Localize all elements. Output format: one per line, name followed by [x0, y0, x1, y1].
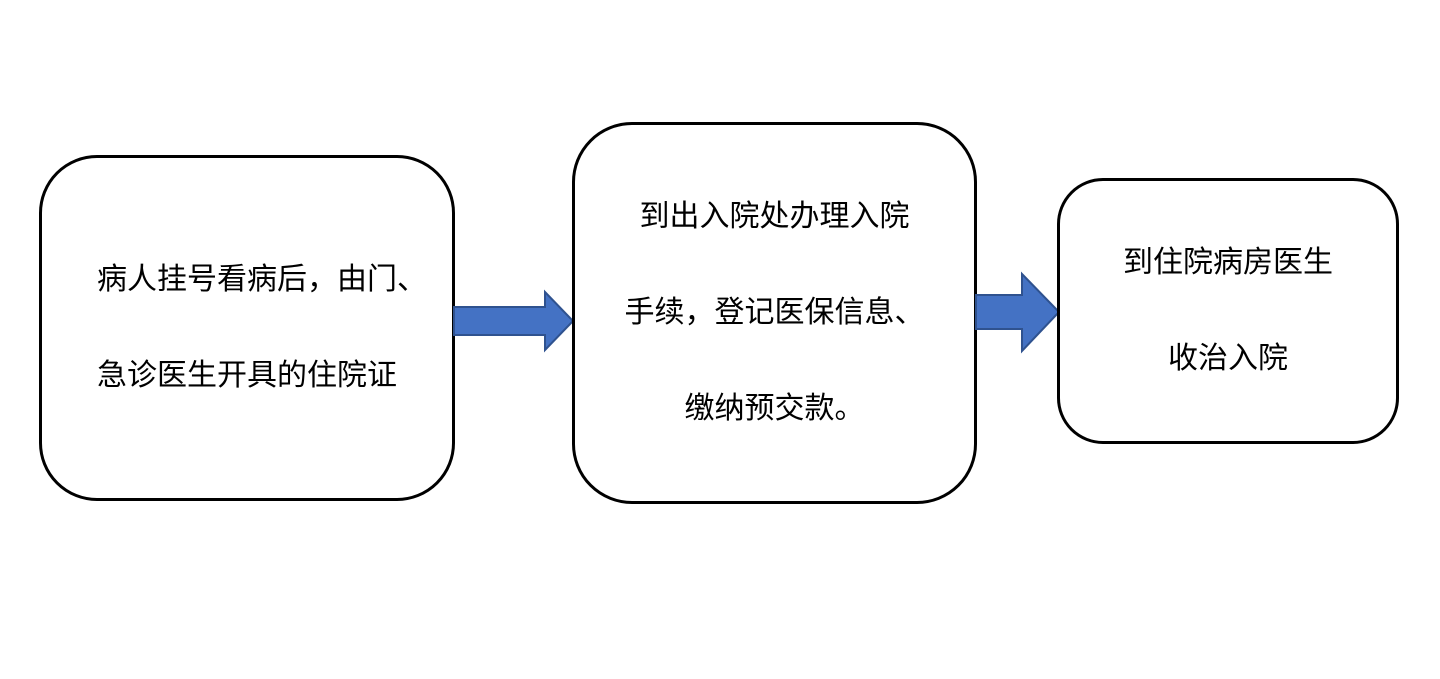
step-2-text-line-1: 到出入院处办理入院	[639, 199, 910, 234]
step-3-box: 到住院病房医生 收治入院	[1057, 178, 1399, 444]
step-2-text-line-3: 缴纳预交款。	[684, 391, 865, 426]
step-2-box: 到出入院处办理入院 手续，登记医保信息、 缴纳预交款。	[572, 122, 977, 504]
step-3-text-line-2: 收治入院	[1168, 341, 1288, 376]
flow-arrow-2-to-3	[975, 271, 1061, 354]
step-2-text-line-2: 手续，登记医保信息、	[624, 295, 925, 330]
step-3-text-line-1: 到住院病房医生	[1123, 245, 1333, 280]
step-1-box: 病人挂号看病后，由门、 急诊医生开具的住院证	[39, 155, 455, 501]
flow-arrow-1-to-2	[453, 289, 575, 353]
step-1-text-line-2: 急诊医生开具的住院证	[97, 358, 397, 393]
step-1-text-line-1: 病人挂号看病后，由门、	[97, 262, 427, 297]
